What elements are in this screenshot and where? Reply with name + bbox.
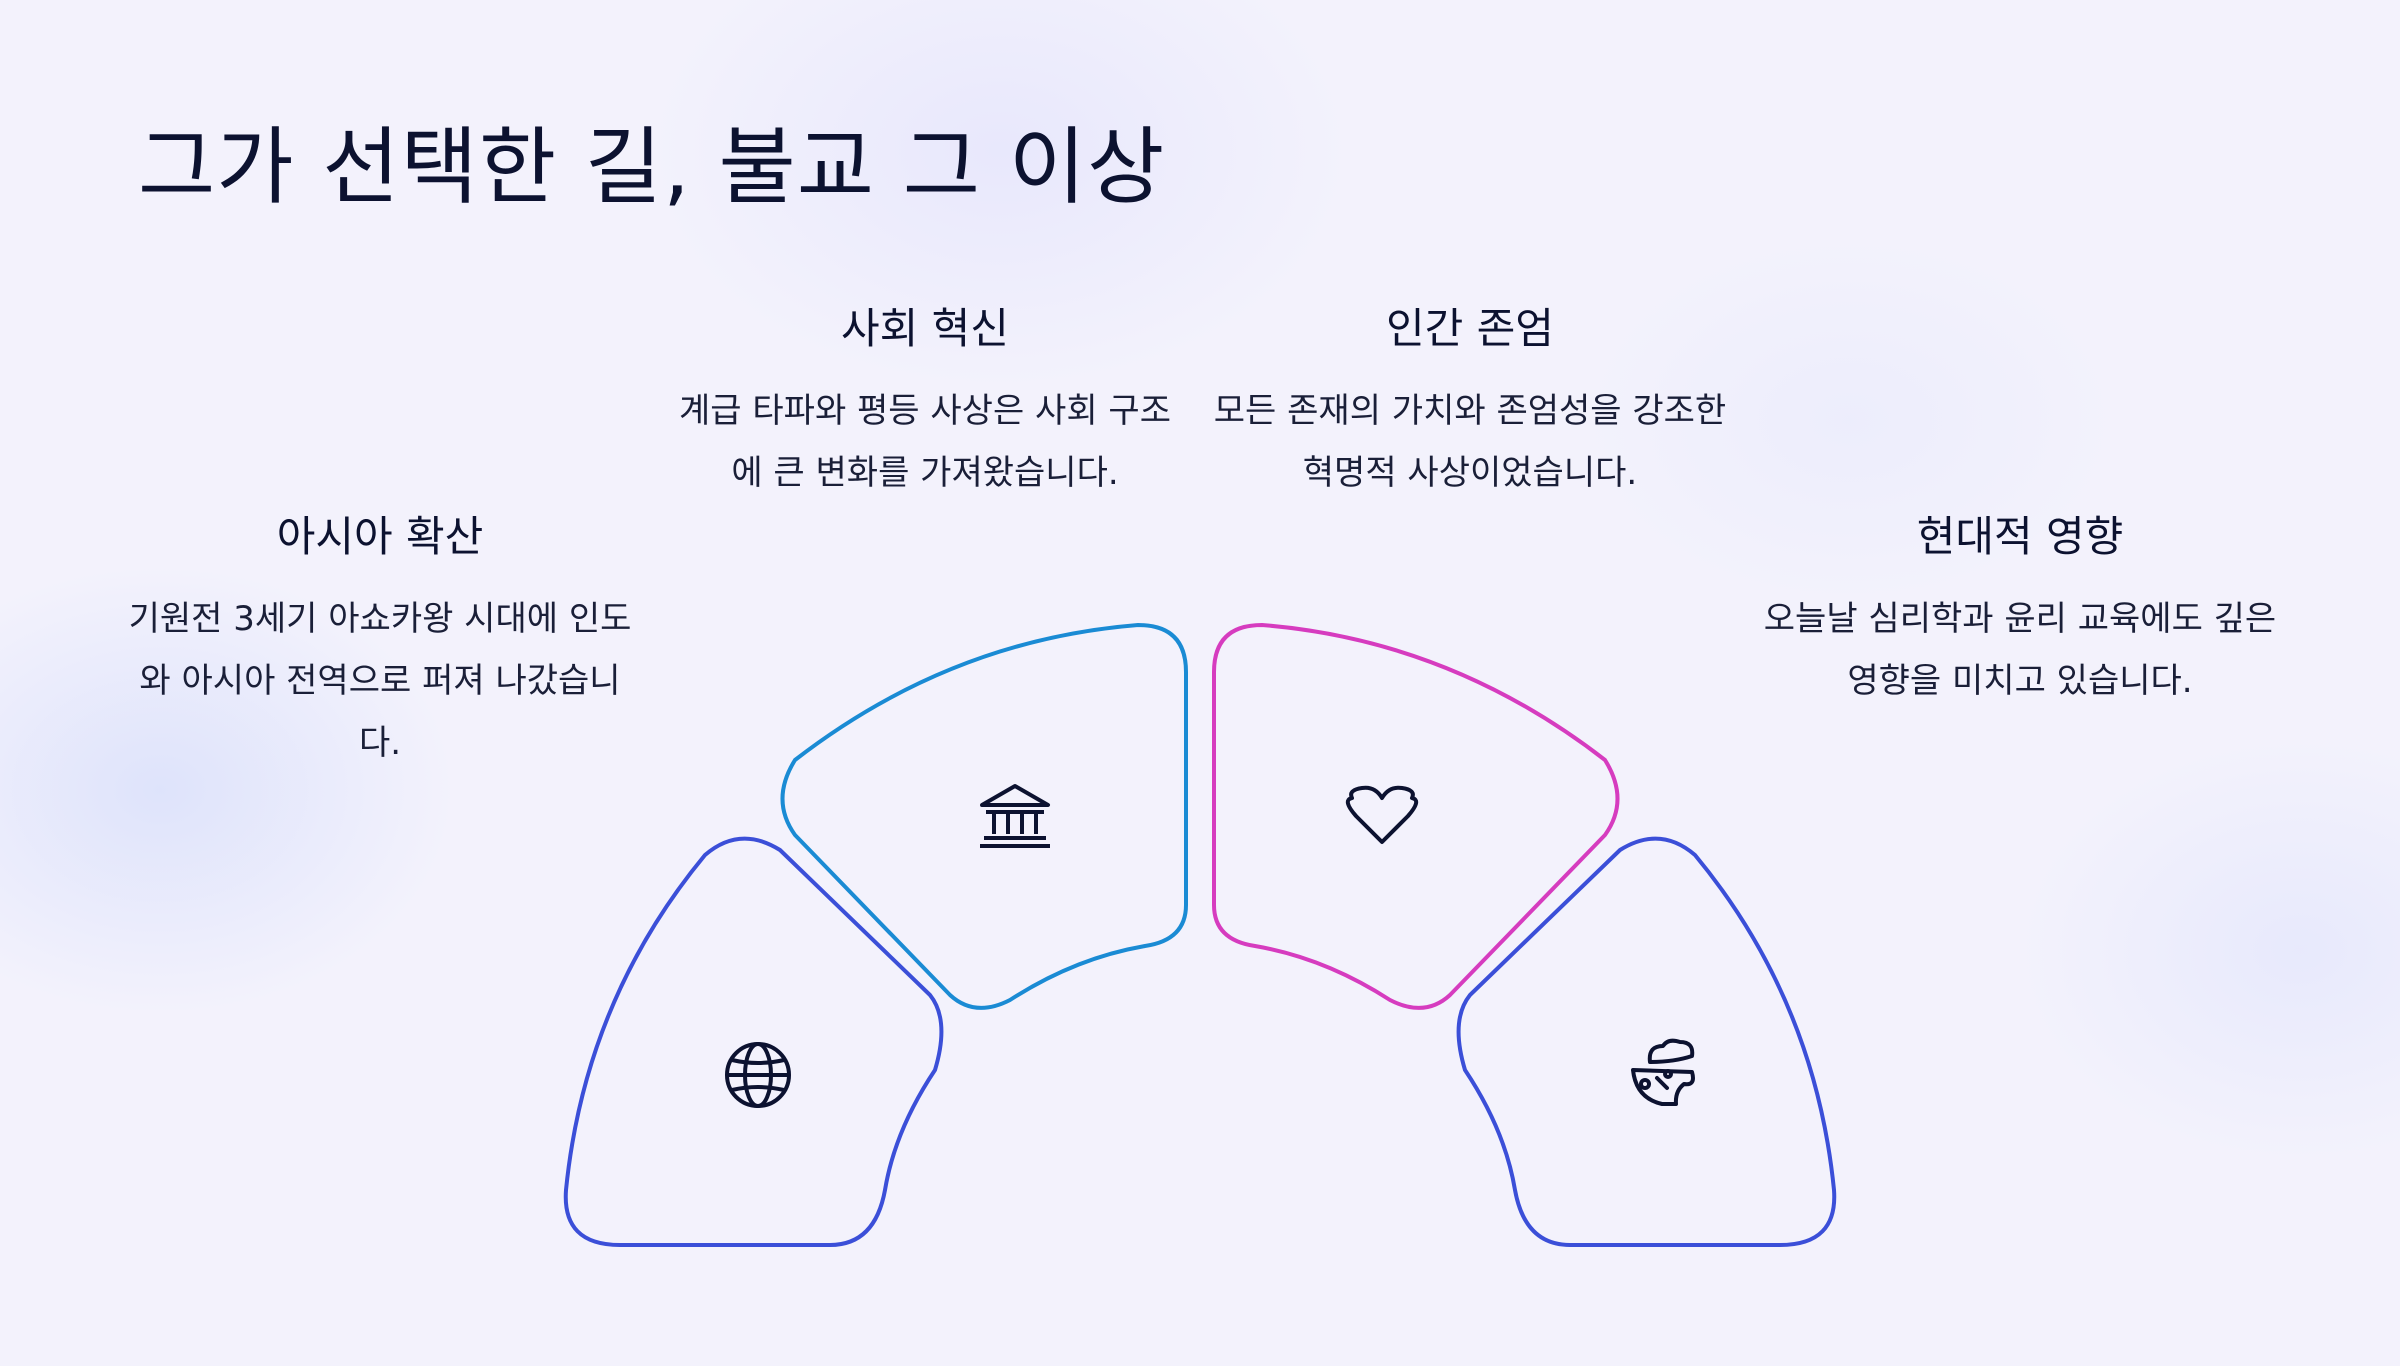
section-heading: 인간 존엄 [1386, 304, 1554, 353]
segment-asia-spread [563, 836, 944, 1247]
section-description: 계급 타파와 평등 사상은 사회 구조에 큰 변화를 가져왔습니다. [679, 391, 1171, 493]
section-social-innovation: 사회 혁신 계급 타파와 평등 사상은 사회 구조에 큰 변화를 가져왔습니다. [665, 295, 1185, 504]
heart-icon [1345, 785, 1419, 844]
section-description: 기원전 3세기 아쇼카왕 시대에 인도와 아시아 전역으로 퍼져 나갔습니다. [128, 599, 632, 763]
section-modern-influence: 현대적 영향 오늘날 심리학과 윤리 교육에도 깊은 영향을 미치고 있습니다. [1760, 503, 2280, 712]
segment-human-dignity [1212, 622, 1620, 1010]
mind-icon [1631, 1038, 1695, 1106]
section-heading: 사회 혁신 [841, 304, 1009, 353]
section-heading: 현대적 영향 [1916, 512, 2124, 561]
section-asia-spread: 아시아 확산 기원전 3세기 아쇼카왕 시대에 인도와 아시아 전역으로 퍼져 … [120, 503, 640, 774]
segment-modern-influence [1456, 836, 1837, 1247]
page-title: 그가 선택한 길, 불교 그 이상 [138, 118, 1166, 216]
section-description: 모든 존재의 가치와 존엄성을 강조한 혁명적 사상이었습니다. [1213, 391, 1727, 493]
segment-social-innovation [780, 622, 1188, 1010]
section-heading: 아시아 확산 [276, 512, 484, 561]
section-description: 오늘날 심리학과 윤리 교육에도 깊은 영향을 미치고 있습니다. [1763, 599, 2277, 701]
section-human-dignity: 인간 존엄 모든 존재의 가치와 존엄성을 강조한 혁명적 사상이었습니다. [1210, 295, 1730, 504]
globe-icon [725, 1042, 791, 1108]
bank-icon [980, 784, 1050, 848]
